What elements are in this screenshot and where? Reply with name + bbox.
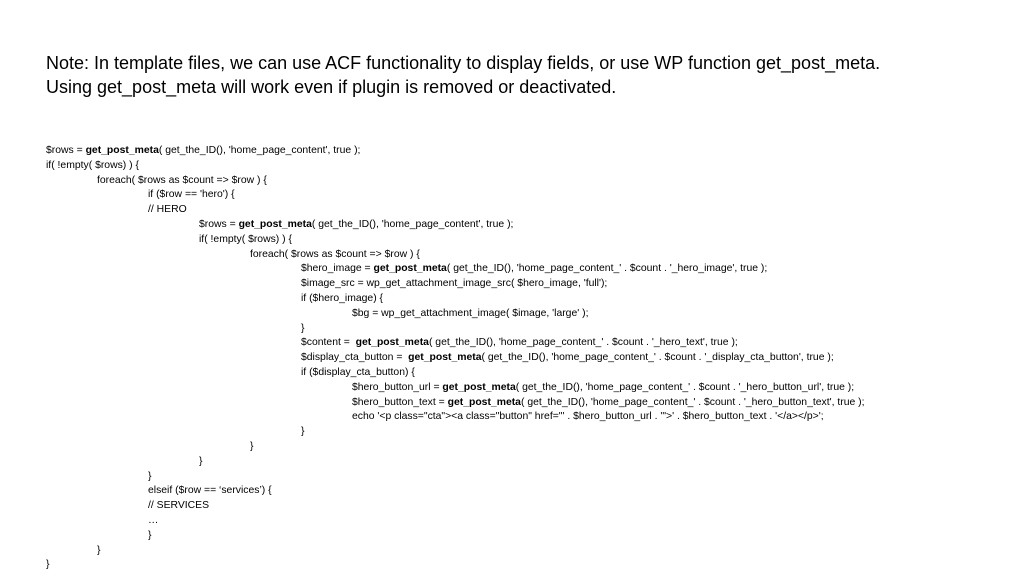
code-text: $rows = <box>46 145 86 156</box>
code-text: } <box>46 559 50 571</box>
code-line: } <box>46 322 1016 337</box>
note-line-2: Using get_post_meta will work even if pl… <box>46 77 617 97</box>
code-text: foreach( $rows as $count => $row ) { <box>97 174 267 186</box>
code-function-name: get_post_meta <box>85 145 159 156</box>
code-line: elseif ($row == ‘services’) { <box>46 484 1016 499</box>
code-text: $rows = <box>199 218 239 230</box>
code-line: } <box>46 544 1016 559</box>
code-text: foreach( $rows as $count => $row ) { <box>250 248 420 260</box>
code-line: foreach( $rows as $count => $row ) { <box>46 248 1016 263</box>
code-text: } <box>199 455 203 467</box>
code-line: // HERO <box>46 203 1016 218</box>
code-text: } <box>97 544 101 556</box>
code-text: ( get_the_ID(), 'home_page_content_' . $… <box>428 337 738 349</box>
note-text: Note: In template files, we can use ACF … <box>46 51 1006 99</box>
code-text: $display_cta_button = <box>301 352 409 364</box>
code-text: ( get_the_ID(), 'home_page_content_' . $… <box>481 352 834 364</box>
code-line: } <box>46 425 1016 440</box>
code-text: … <box>148 514 159 526</box>
code-text: $bg = wp_get_attachment_image( $image, '… <box>352 307 589 319</box>
code-line: $rows = get_post_meta( get_the_ID(), 'ho… <box>46 144 1016 159</box>
code-text: if ($row == 'hero') { <box>148 189 235 201</box>
code-text: } <box>250 440 254 452</box>
code-text: elseif ($row == ‘services’) { <box>148 485 272 497</box>
code-function-name: get_post_meta <box>355 337 429 349</box>
code-line: $hero_button_text = get_post_meta( get_t… <box>46 396 1016 411</box>
code-text: ( get_the_ID(), 'home_page_content', tru… <box>311 218 514 230</box>
code-function-name: get_post_meta <box>408 352 482 364</box>
code-text: echo '<p class="cta"><a class="button" h… <box>352 411 824 423</box>
code-line: } <box>46 558 1016 573</box>
code-line: } <box>46 455 1016 470</box>
code-block: $rows = get_post_meta( get_the_ID(), 'ho… <box>46 144 1016 573</box>
code-line: if ($hero_image) { <box>46 292 1016 307</box>
code-line: if ($row == 'hero') { <box>46 188 1016 203</box>
code-text: if( !empty( $rows) ) { <box>46 159 139 171</box>
code-text: ( get_the_ID(), 'home_page_content_' . $… <box>520 396 865 408</box>
code-text: } <box>148 529 152 541</box>
code-text: } <box>148 470 152 482</box>
code-line: if ($display_cta_button) { <box>46 366 1016 381</box>
code-function-name: get_post_meta <box>373 263 447 275</box>
code-line: if( !empty( $rows) ) { <box>46 159 1016 174</box>
code-line: $rows = get_post_meta( get_the_ID(), 'ho… <box>46 218 1016 233</box>
code-line: … <box>46 514 1016 529</box>
code-line: $display_cta_button = get_post_meta( get… <box>46 351 1016 366</box>
code-text: if( !empty( $rows) ) { <box>199 233 292 245</box>
code-text: $hero_button_url = <box>352 381 443 393</box>
code-line: // SERVICES <box>46 499 1016 514</box>
code-function-name: get_post_meta <box>442 381 516 393</box>
code-line: $hero_image = get_post_meta( get_the_ID(… <box>46 262 1016 277</box>
code-line: if( !empty( $rows) ) { <box>46 233 1016 248</box>
code-text: ( get_the_ID(), 'home_page_content_' . $… <box>515 381 855 393</box>
code-function-name: get_post_meta <box>447 396 521 408</box>
code-line: } <box>46 529 1016 544</box>
code-text: if ($display_cta_button) { <box>301 366 415 378</box>
code-line: } <box>46 440 1016 455</box>
code-line: echo '<p class="cta"><a class="button" h… <box>46 410 1016 425</box>
code-text: } <box>301 426 305 438</box>
code-line: $image_src = wp_get_attachment_image_src… <box>46 277 1016 292</box>
code-line: $content = get_post_meta( get_the_ID(), … <box>46 336 1016 351</box>
code-text: $hero_button_text = <box>352 396 448 408</box>
code-text: if ($hero_image) { <box>301 292 384 304</box>
code-line: foreach( $rows as $count => $row ) { <box>46 174 1016 189</box>
code-text: $image_src = wp_get_attachment_image_src… <box>301 278 608 290</box>
code-line: $bg = wp_get_attachment_image( $image, '… <box>46 307 1016 322</box>
code-text: // HERO <box>148 204 187 216</box>
note-line-1: Note: In template files, we can use ACF … <box>46 53 881 73</box>
code-text: ( get_the_ID(), 'home_page_content_' . $… <box>446 263 768 275</box>
code-text: $hero_image = <box>301 263 374 275</box>
code-text: $content = <box>301 337 356 349</box>
code-text: // SERVICES <box>148 500 210 512</box>
code-text: } <box>301 322 305 334</box>
code-line: $hero_button_url = get_post_meta( get_th… <box>46 381 1016 396</box>
code-line: } <box>46 470 1016 485</box>
code-function-name: get_post_meta <box>238 218 312 230</box>
code-text: ( get_the_ID(), 'home_page_content', tru… <box>158 145 361 156</box>
